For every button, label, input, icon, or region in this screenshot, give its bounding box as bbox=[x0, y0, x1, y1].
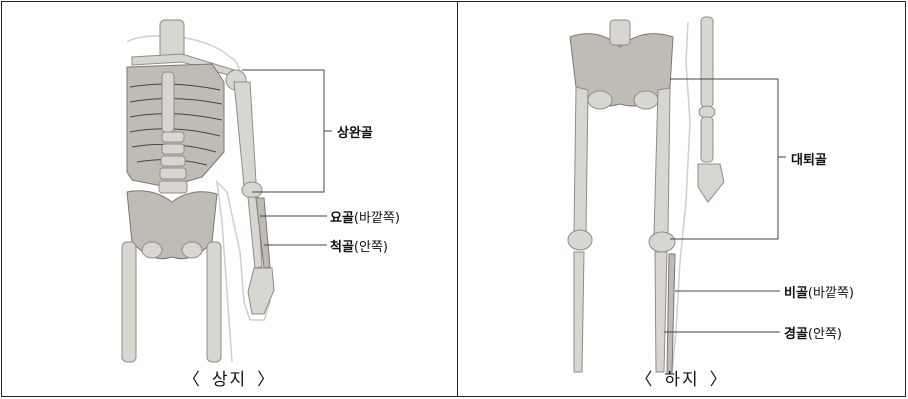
upper-skeleton-illustration bbox=[2, 2, 457, 396]
lower-caption-text: 하지 bbox=[664, 370, 699, 390]
label-femur: 대퇴골 bbox=[791, 149, 827, 168]
upper-caption-text: 상지 bbox=[212, 370, 247, 390]
upper-limb-panel: 상완골 요골(바깥쪽) 척골(안쪽) 〈 상지 〉 bbox=[2, 2, 457, 396]
label-tibia: 경골(안쪽) bbox=[784, 323, 842, 342]
fibula-label-text: 비골 bbox=[784, 286, 808, 301]
ulna-label-text: 척골 bbox=[330, 240, 354, 255]
ulna-label-note: (안쪽) bbox=[354, 240, 388, 255]
spine bbox=[159, 132, 187, 193]
label-fibula: 비골(바깥쪽) bbox=[784, 282, 854, 301]
radius-label-text: 요골 bbox=[330, 211, 354, 226]
humerus-bone bbox=[234, 82, 256, 186]
label-humerus: 상완골 bbox=[337, 122, 373, 141]
label-ulna: 척골(안쪽) bbox=[330, 236, 388, 255]
fibula-label-note: (바깥쪽) bbox=[808, 286, 854, 301]
lower-caption: 〈 하지 〉 bbox=[458, 365, 906, 390]
tibia-label-note: (안쪽) bbox=[808, 327, 842, 342]
lower-limb-panel: 대퇴골 비골(바깥쪽) 경골(안쪽) 〈 하지 〉 bbox=[458, 2, 906, 396]
femur-label-text: 대퇴골 bbox=[791, 153, 827, 168]
hand-bones bbox=[248, 268, 274, 314]
tibia-bone bbox=[655, 252, 667, 372]
label-radius: 요골(바깥쪽) bbox=[330, 207, 400, 226]
caption-bracket-left: 〈 bbox=[635, 370, 654, 390]
pelvis bbox=[127, 191, 217, 259]
arm-beside-leg bbox=[698, 17, 724, 202]
radius-label-note: (바깥쪽) bbox=[354, 211, 400, 226]
caption-bracket-right: 〉 bbox=[257, 370, 276, 390]
femur-bone bbox=[654, 88, 670, 234]
humerus-label-text: 상완골 bbox=[337, 126, 373, 141]
caption-bracket-right: 〉 bbox=[710, 370, 729, 390]
upper-caption: 〈 상지 〉 bbox=[2, 365, 457, 390]
tibia-label-text: 경골 bbox=[784, 327, 808, 342]
caption-bracket-left: 〈 bbox=[183, 370, 202, 390]
